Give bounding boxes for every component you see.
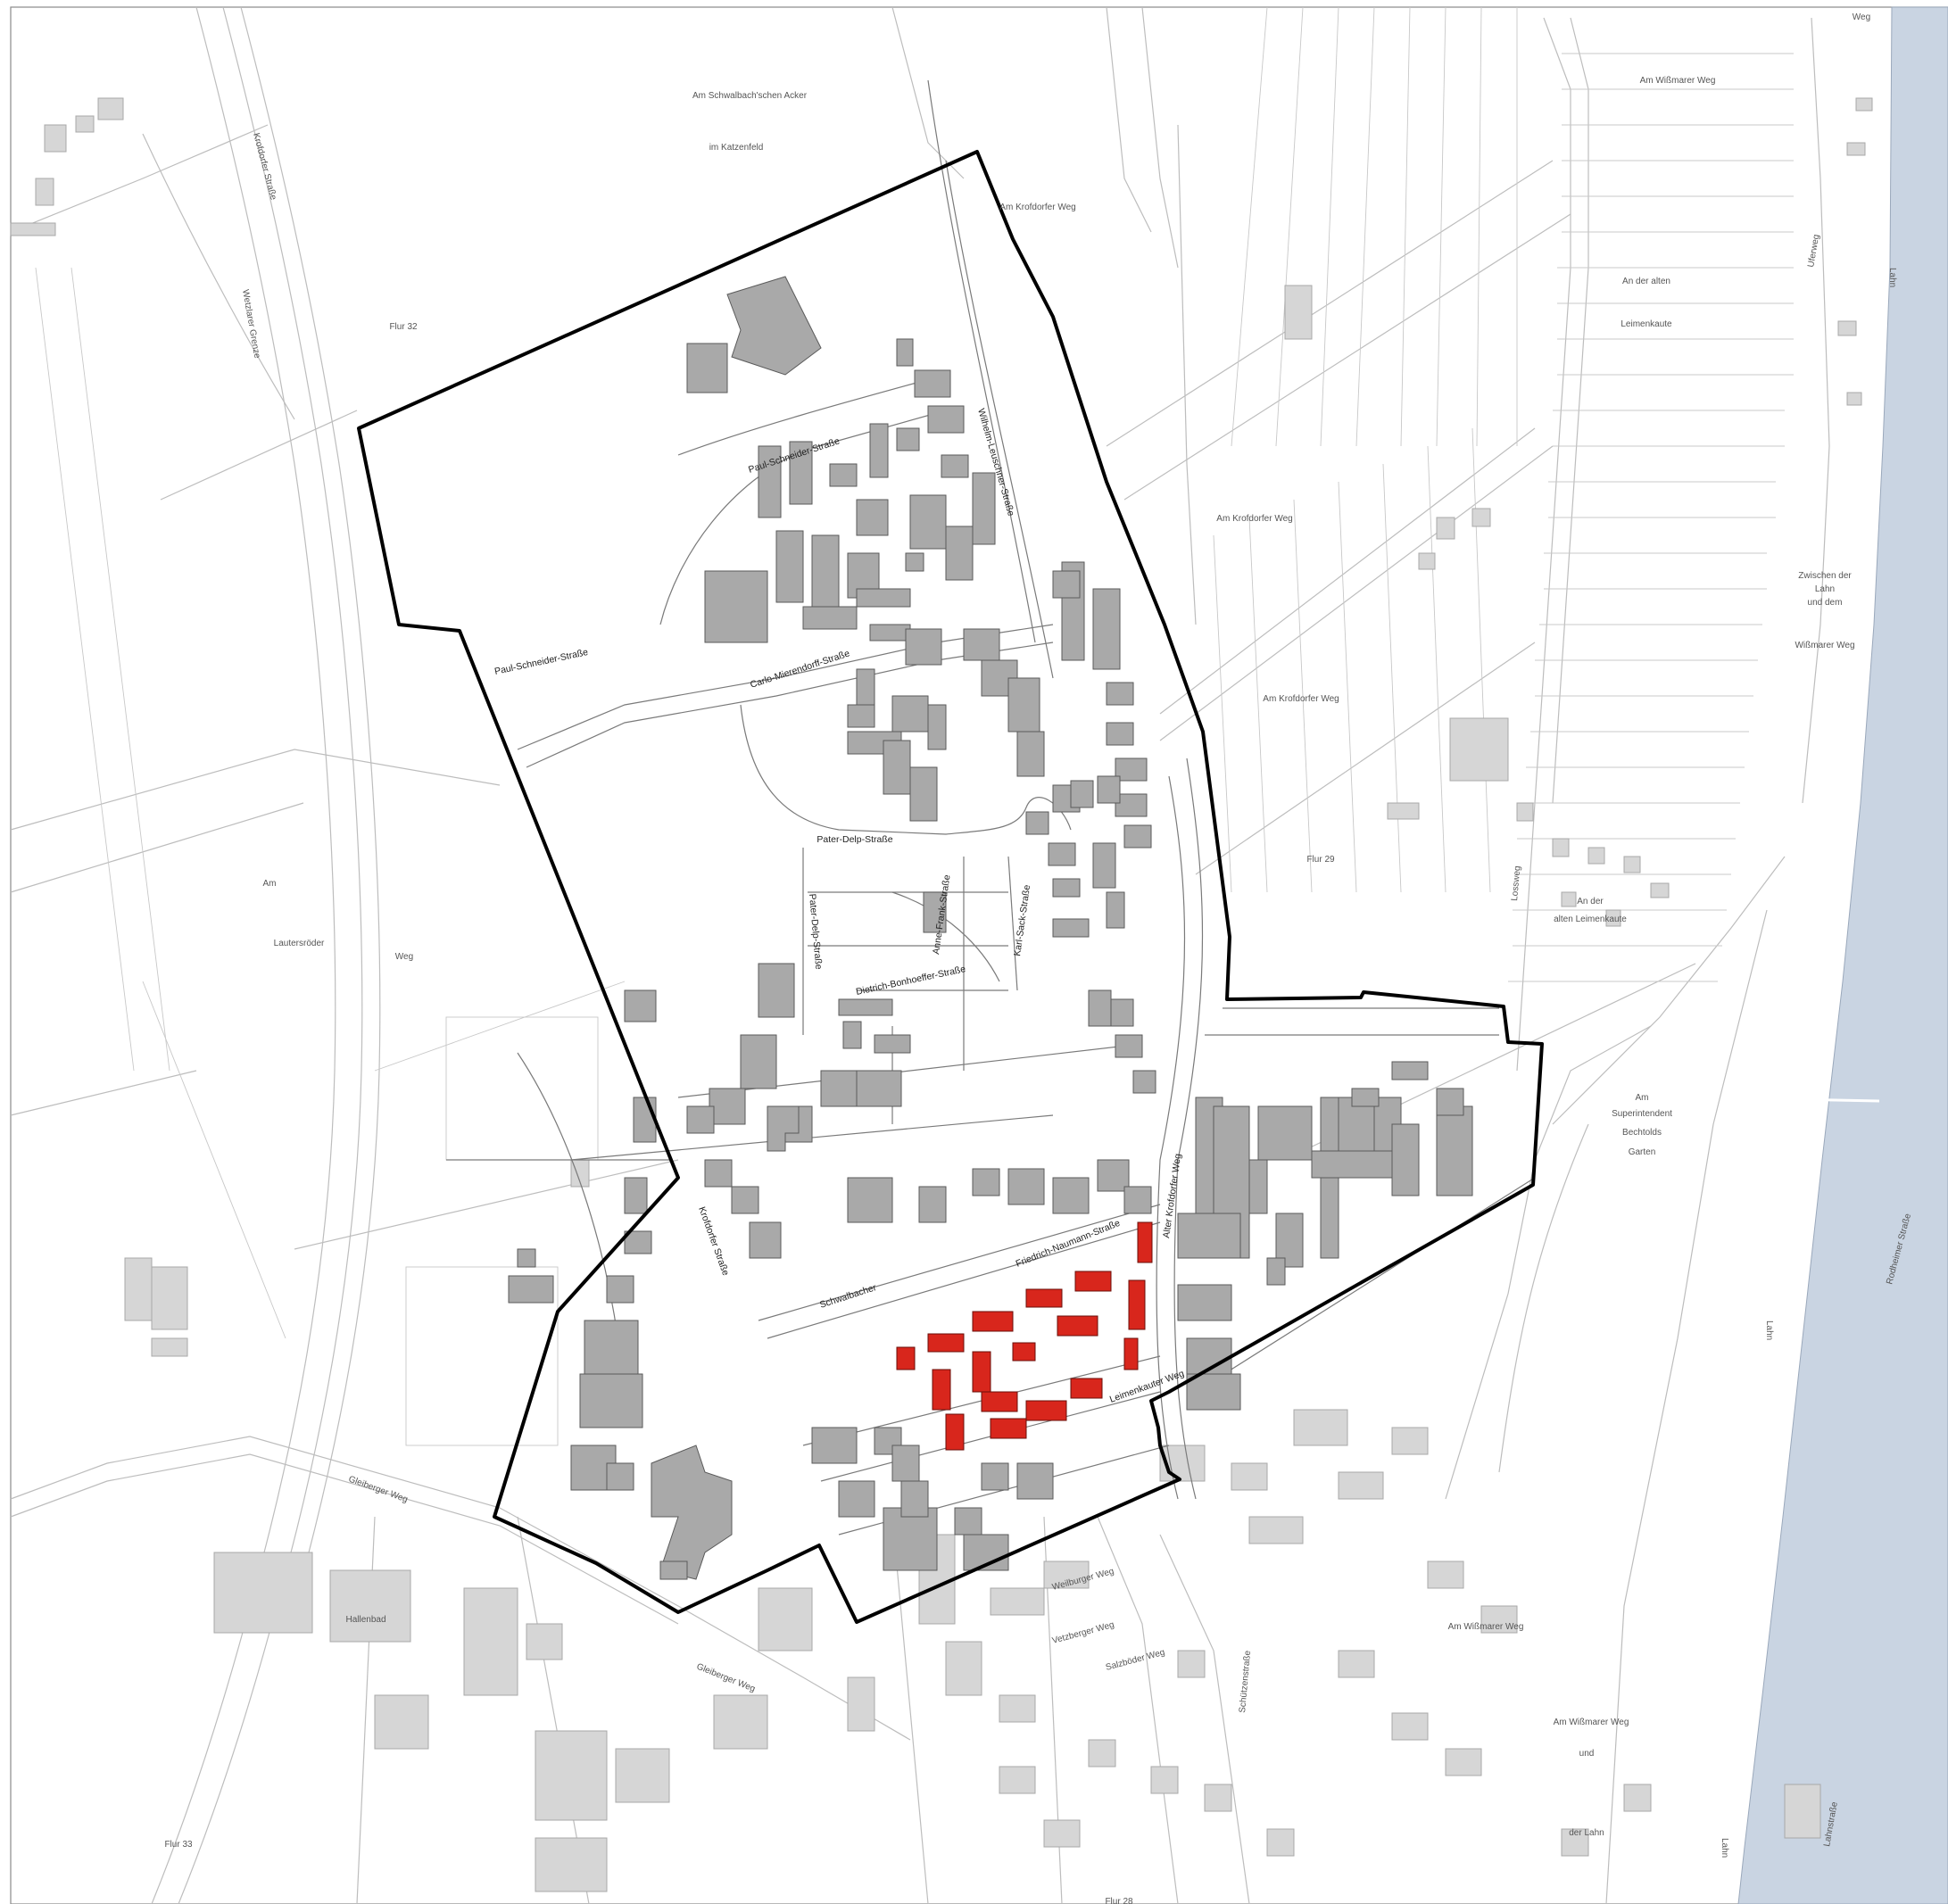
river-weir	[1791, 1097, 1880, 1103]
inside-roads	[446, 79, 1536, 1536]
label-alten-leimenkaute: alten Leimenkaute	[1554, 915, 1627, 924]
label-am-krofdorfer-weg-mid: Am Krofdorfer Weg	[1216, 514, 1292, 524]
label-zwischen-der: Zwischen der	[1798, 571, 1852, 581]
label-lahn-1: Lahn	[1815, 584, 1835, 594]
label-lauterstroder: Lautersröder	[274, 939, 325, 948]
label-flur-32: Flur 32	[389, 322, 418, 332]
label-lahn-river-1: Lahn	[1887, 268, 1897, 287]
label-an-der-mid: An der	[1577, 897, 1604, 906]
label-hallenbad: Hallenbad	[345, 1615, 385, 1625]
label-flur-33: Flur 33	[164, 1840, 193, 1850]
label-an-der-alten: An der alten	[1622, 277, 1670, 286]
label-weg-top: Weg	[1853, 12, 1870, 22]
label-lahn-river-3: Lahn	[1720, 1838, 1729, 1858]
label-flur-28: Flur 28	[1105, 1897, 1133, 1904]
outside-parcels	[35, 6, 1794, 1446]
label-am-wissmarer-weg-top: Am Wißmarer Weg	[1640, 76, 1716, 86]
label-und-bottom: und	[1579, 1749, 1595, 1759]
label-garten: Garten	[1629, 1147, 1656, 1157]
label-bechtolds: Bechtolds	[1622, 1128, 1662, 1138]
label-wissmarer-weg-right: Wißmarer Weg	[1795, 641, 1854, 650]
label-am-krofdorfer-weg-top: Am Krofdorfer Weg	[999, 203, 1075, 212]
label-und-dem: und dem	[1808, 598, 1843, 608]
label-leimenkaute-top: Leimenkaute	[1621, 319, 1672, 329]
label-der-lahn-bottom: der Lahn	[1569, 1828, 1604, 1838]
river-lahn	[1737, 6, 1948, 1904]
label-am-left: Am	[263, 879, 277, 889]
label-am-schwalbach-acker: Am Schwalbach'schen Acker	[692, 91, 808, 101]
inside-buildings	[508, 276, 1473, 1580]
label-superintendent: Superintendent	[1612, 1109, 1672, 1119]
label-am-wissmarer-weg-bottom: Am Wißmarer Weg	[1554, 1718, 1629, 1727]
map-frame	[10, 6, 1948, 1904]
street-pater-delp: Pater-Delp-Straße	[817, 834, 892, 845]
label-lossweg: Lossweg	[1510, 865, 1522, 901]
label-weg-left: Weg	[395, 952, 413, 962]
highlighted-buildings	[896, 1221, 1153, 1451]
plan-boundary	[357, 150, 1544, 1624]
label-am-wissmarer-weg-low: Am Wißmarer Weg	[1448, 1622, 1524, 1632]
label-lahn-river-2: Lahn	[1764, 1320, 1774, 1340]
outside-buildings	[10, 97, 1873, 1892]
label-am-krofdorfer-weg-low: Am Krofdorfer Weg	[1263, 694, 1339, 704]
label-im-katzenfeld: im Katzenfeld	[709, 143, 764, 153]
label-am-superintendent: Am	[1636, 1093, 1649, 1103]
label-flur-29: Flur 29	[1306, 855, 1335, 865]
